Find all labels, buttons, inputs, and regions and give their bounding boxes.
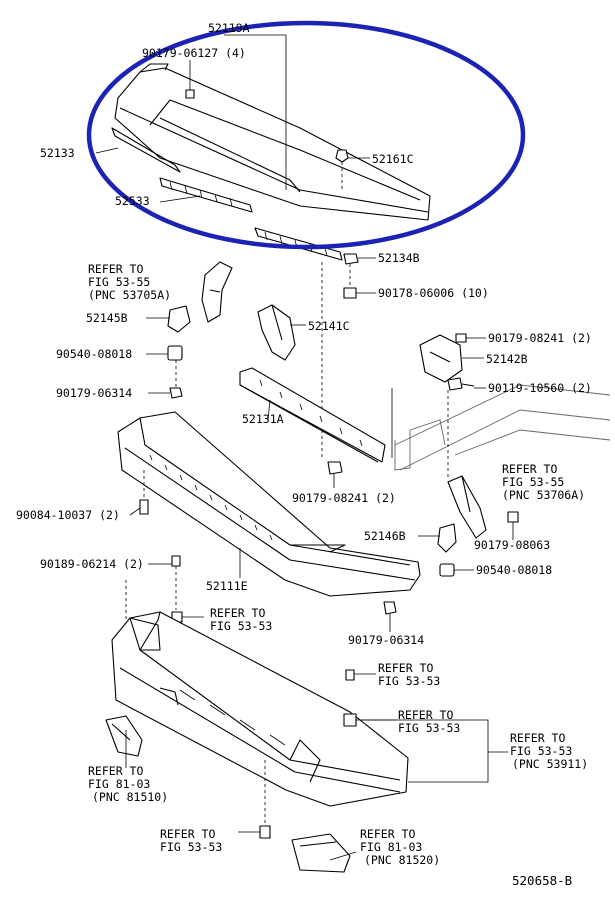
nut-90179-06314-bottom — [383, 601, 397, 632]
clip-52161C — [335, 149, 370, 190]
refer-81-03b-l3: (PNC 81520) — [364, 853, 440, 867]
upper-spoiler-52119A — [114, 63, 431, 221]
leader-90084 — [129, 507, 141, 516]
clip-90179-06127 — [185, 60, 195, 99]
label-52133: 52133 — [40, 146, 75, 160]
label-52145B: 52145B — [86, 311, 128, 325]
refer-53-53a-l1: REFER TO — [210, 606, 265, 620]
label-90178-06006: 90178-06006 (10) — [378, 286, 489, 300]
refer-81-03b-l2: FIG 81-03 — [360, 840, 422, 854]
screw-valance-bottom — [238, 760, 271, 839]
refer-81-03a-l1: REFER TO — [88, 764, 143, 778]
label-90179-08241-right: 90179-08241 (2) — [488, 331, 592, 345]
bracket-52145B — [146, 305, 191, 333]
bolt-90189-06214 — [148, 555, 181, 610]
refer-53-55b-l1: REFER TO — [502, 462, 557, 476]
leader-52133 — [95, 147, 119, 154]
bracket-52146B — [418, 523, 457, 553]
bracket-left-upper — [201, 261, 233, 323]
label-90179-06314-bottom: 90179-06314 — [348, 633, 424, 647]
label-52131A: 52131A — [242, 412, 284, 426]
refer-53-55b-l2: FIG 53-55 — [502, 475, 564, 489]
bolt-90119-10560 — [447, 377, 486, 391]
lower-valance — [111, 611, 409, 807]
label-52533: 52533 — [115, 194, 150, 208]
vehicle-frame-outline — [394, 384, 611, 471]
label-90084-10037: 90084-10037 (2) — [16, 508, 120, 522]
refer-53-55b-l3: (PNC 53706A) — [502, 488, 585, 502]
nut-90179-08063 — [507, 511, 519, 540]
label-90540-08018-right: 90540-08018 — [476, 563, 552, 577]
label-52142B: 52142B — [486, 352, 528, 366]
refer-53-55a-l3: (PNC 53705A) — [88, 288, 171, 302]
cushion-90540-08018-left — [146, 345, 183, 361]
bolt-90084-10037 — [139, 470, 149, 515]
bracket-52141C — [257, 304, 306, 361]
bumper-cover-52111E — [117, 411, 421, 597]
screw-valance-top — [345, 669, 376, 681]
refer-53-53d-l1: REFER TO — [510, 731, 565, 745]
refer-53-53d-l2: FIG 53-53 — [510, 744, 572, 758]
refer-81-03a-l2: FIG 81-03 — [88, 777, 150, 791]
clip-52134B — [321, 253, 376, 460]
leader-fog-right — [329, 851, 357, 861]
refer-53-53e-l2: FIG 53-53 — [160, 840, 222, 854]
bracket-52142B — [419, 334, 484, 383]
fog-lamp-left — [105, 715, 143, 757]
retainer-strips — [111, 127, 343, 261]
refer-53-53c-l1: REFER TO — [398, 708, 453, 722]
label-52146B: 52146B — [364, 529, 406, 543]
refer-53-53b-l2: FIG 53-53 — [378, 674, 440, 688]
group-bracket-53911 — [360, 719, 508, 783]
bracket-right-upper — [447, 475, 487, 539]
highlight-ellipse — [86, 20, 526, 250]
refer-53-53a-l2: FIG 53-53 — [210, 619, 272, 633]
cushion-90540-08018-right — [439, 563, 474, 577]
label-52119A: 52119A — [208, 21, 250, 35]
label-90179-08063: 90179-08063 — [474, 538, 550, 552]
nut-90179-06314-left — [148, 360, 183, 399]
label-90179-06314-left: 90179-06314 — [56, 386, 132, 400]
refer-53-53b-l1: REFER TO — [378, 661, 433, 675]
refer-81-03a-l3: (PNC 81510) — [92, 790, 168, 804]
refer-53-53d-l3: (PNC 53911) — [512, 757, 588, 771]
refer-53-55a-l1: REFER TO — [88, 262, 143, 276]
nut-90179-08241-right — [455, 333, 486, 343]
label-90119-10560: 90119-10560 (2) — [488, 381, 592, 395]
label-90540-08018-left: 90540-08018 — [56, 347, 132, 361]
label-90179-06127: 90179-06127 (4) — [142, 46, 246, 60]
refer-81-03b-l1: REFER TO — [360, 827, 415, 841]
label-52111E: 52111E — [206, 579, 248, 593]
label-52134B: 52134B — [378, 251, 420, 265]
label-90189-06214: 90189-06214 (2) — [40, 557, 144, 571]
nut-90179-08241-center — [327, 461, 343, 488]
label-52161C: 52161C — [372, 152, 414, 166]
label-90179-08241-center: 90179-08241 (2) — [292, 491, 396, 505]
refer-53-53e-l1: REFER TO — [160, 827, 215, 841]
diagram-id: 520658-B — [512, 873, 572, 888]
refer-53-53c-l2: FIG 53-53 — [398, 721, 460, 735]
reinforcement-52131A — [239, 367, 386, 463]
label-52141C: 52141C — [308, 319, 350, 333]
refer-53-55a-l2: FIG 53-55 — [88, 275, 150, 289]
fog-lamp-right — [291, 833, 351, 873]
leader-52533 — [159, 195, 201, 203]
